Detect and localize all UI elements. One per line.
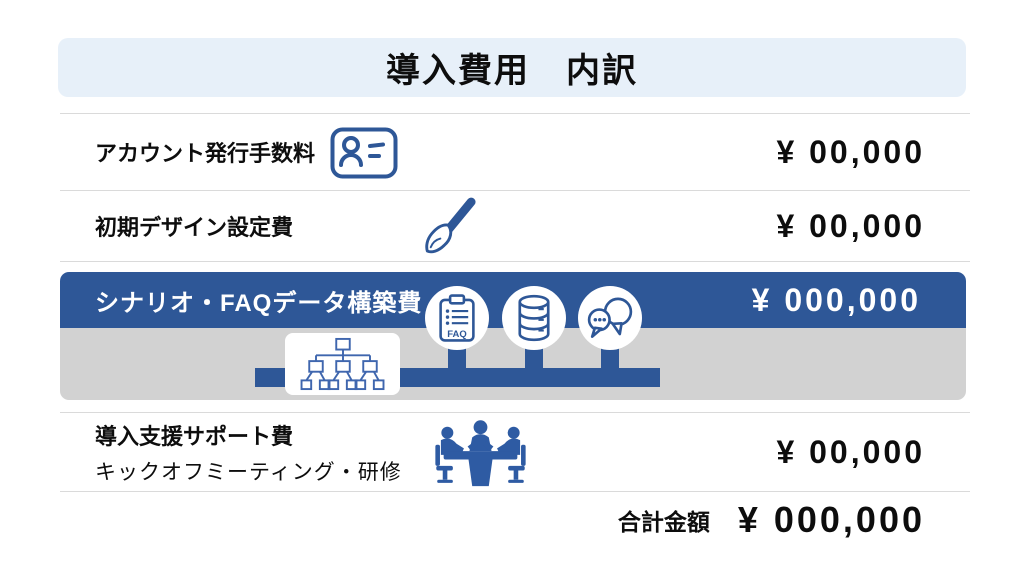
total-row: 合計金額 ¥ 000,000 bbox=[60, 492, 970, 548]
fee-price: ¥ 00,000 bbox=[776, 433, 925, 470]
fee-label: シナリオ・FAQデータ構築費 bbox=[95, 289, 423, 317]
fee-price: ¥ 000,000 bbox=[751, 281, 921, 318]
fee-label: 導入支援サポート費 キックオフミーティング・研修 bbox=[95, 419, 402, 486]
page-title: 導入費用 内訳 bbox=[386, 52, 638, 90]
total-price: ¥ 000,000 bbox=[737, 499, 925, 540]
database-icon bbox=[502, 286, 566, 350]
paintbrush-icon bbox=[423, 196, 477, 258]
flowchart-tree-icon bbox=[285, 333, 400, 395]
fee-row-design: 初期デザイン設定費 ¥ 00,000 bbox=[60, 190, 970, 262]
faq-clipboard-icon: FAQ bbox=[425, 286, 489, 350]
meeting-icon bbox=[428, 418, 533, 488]
fee-price: ¥ 00,000 bbox=[776, 207, 925, 244]
fee-label-sub: キックオフミーティング・研修 bbox=[95, 460, 402, 484]
total-label: 合計金額 bbox=[617, 509, 710, 535]
chat-bubbles-icon bbox=[578, 286, 642, 350]
fee-label: アカウント発行手数料 bbox=[95, 141, 316, 166]
fee-price: ¥ 00,000 bbox=[776, 133, 925, 170]
fee-label: 初期デザイン設定費 bbox=[95, 215, 294, 240]
faq-icon-text: FAQ bbox=[447, 329, 466, 340]
id-card-icon bbox=[330, 127, 398, 179]
title-bar: 導入費用 内訳 bbox=[58, 38, 966, 97]
fee-row-account: アカウント発行手数料 ¥ 00,000 bbox=[60, 113, 970, 190]
fee-row-scenario-faq: シナリオ・FAQデータ構築費 ¥ 000,000 bbox=[60, 272, 966, 400]
fee-row-support: 導入支援サポート費 キックオフミーティング・研修 bbox=[60, 412, 970, 492]
connector-stem bbox=[525, 346, 543, 368]
connector-stem bbox=[448, 346, 466, 368]
connector-stem bbox=[601, 346, 619, 368]
fee-label-main: 導入支援サポート費 bbox=[95, 423, 294, 449]
